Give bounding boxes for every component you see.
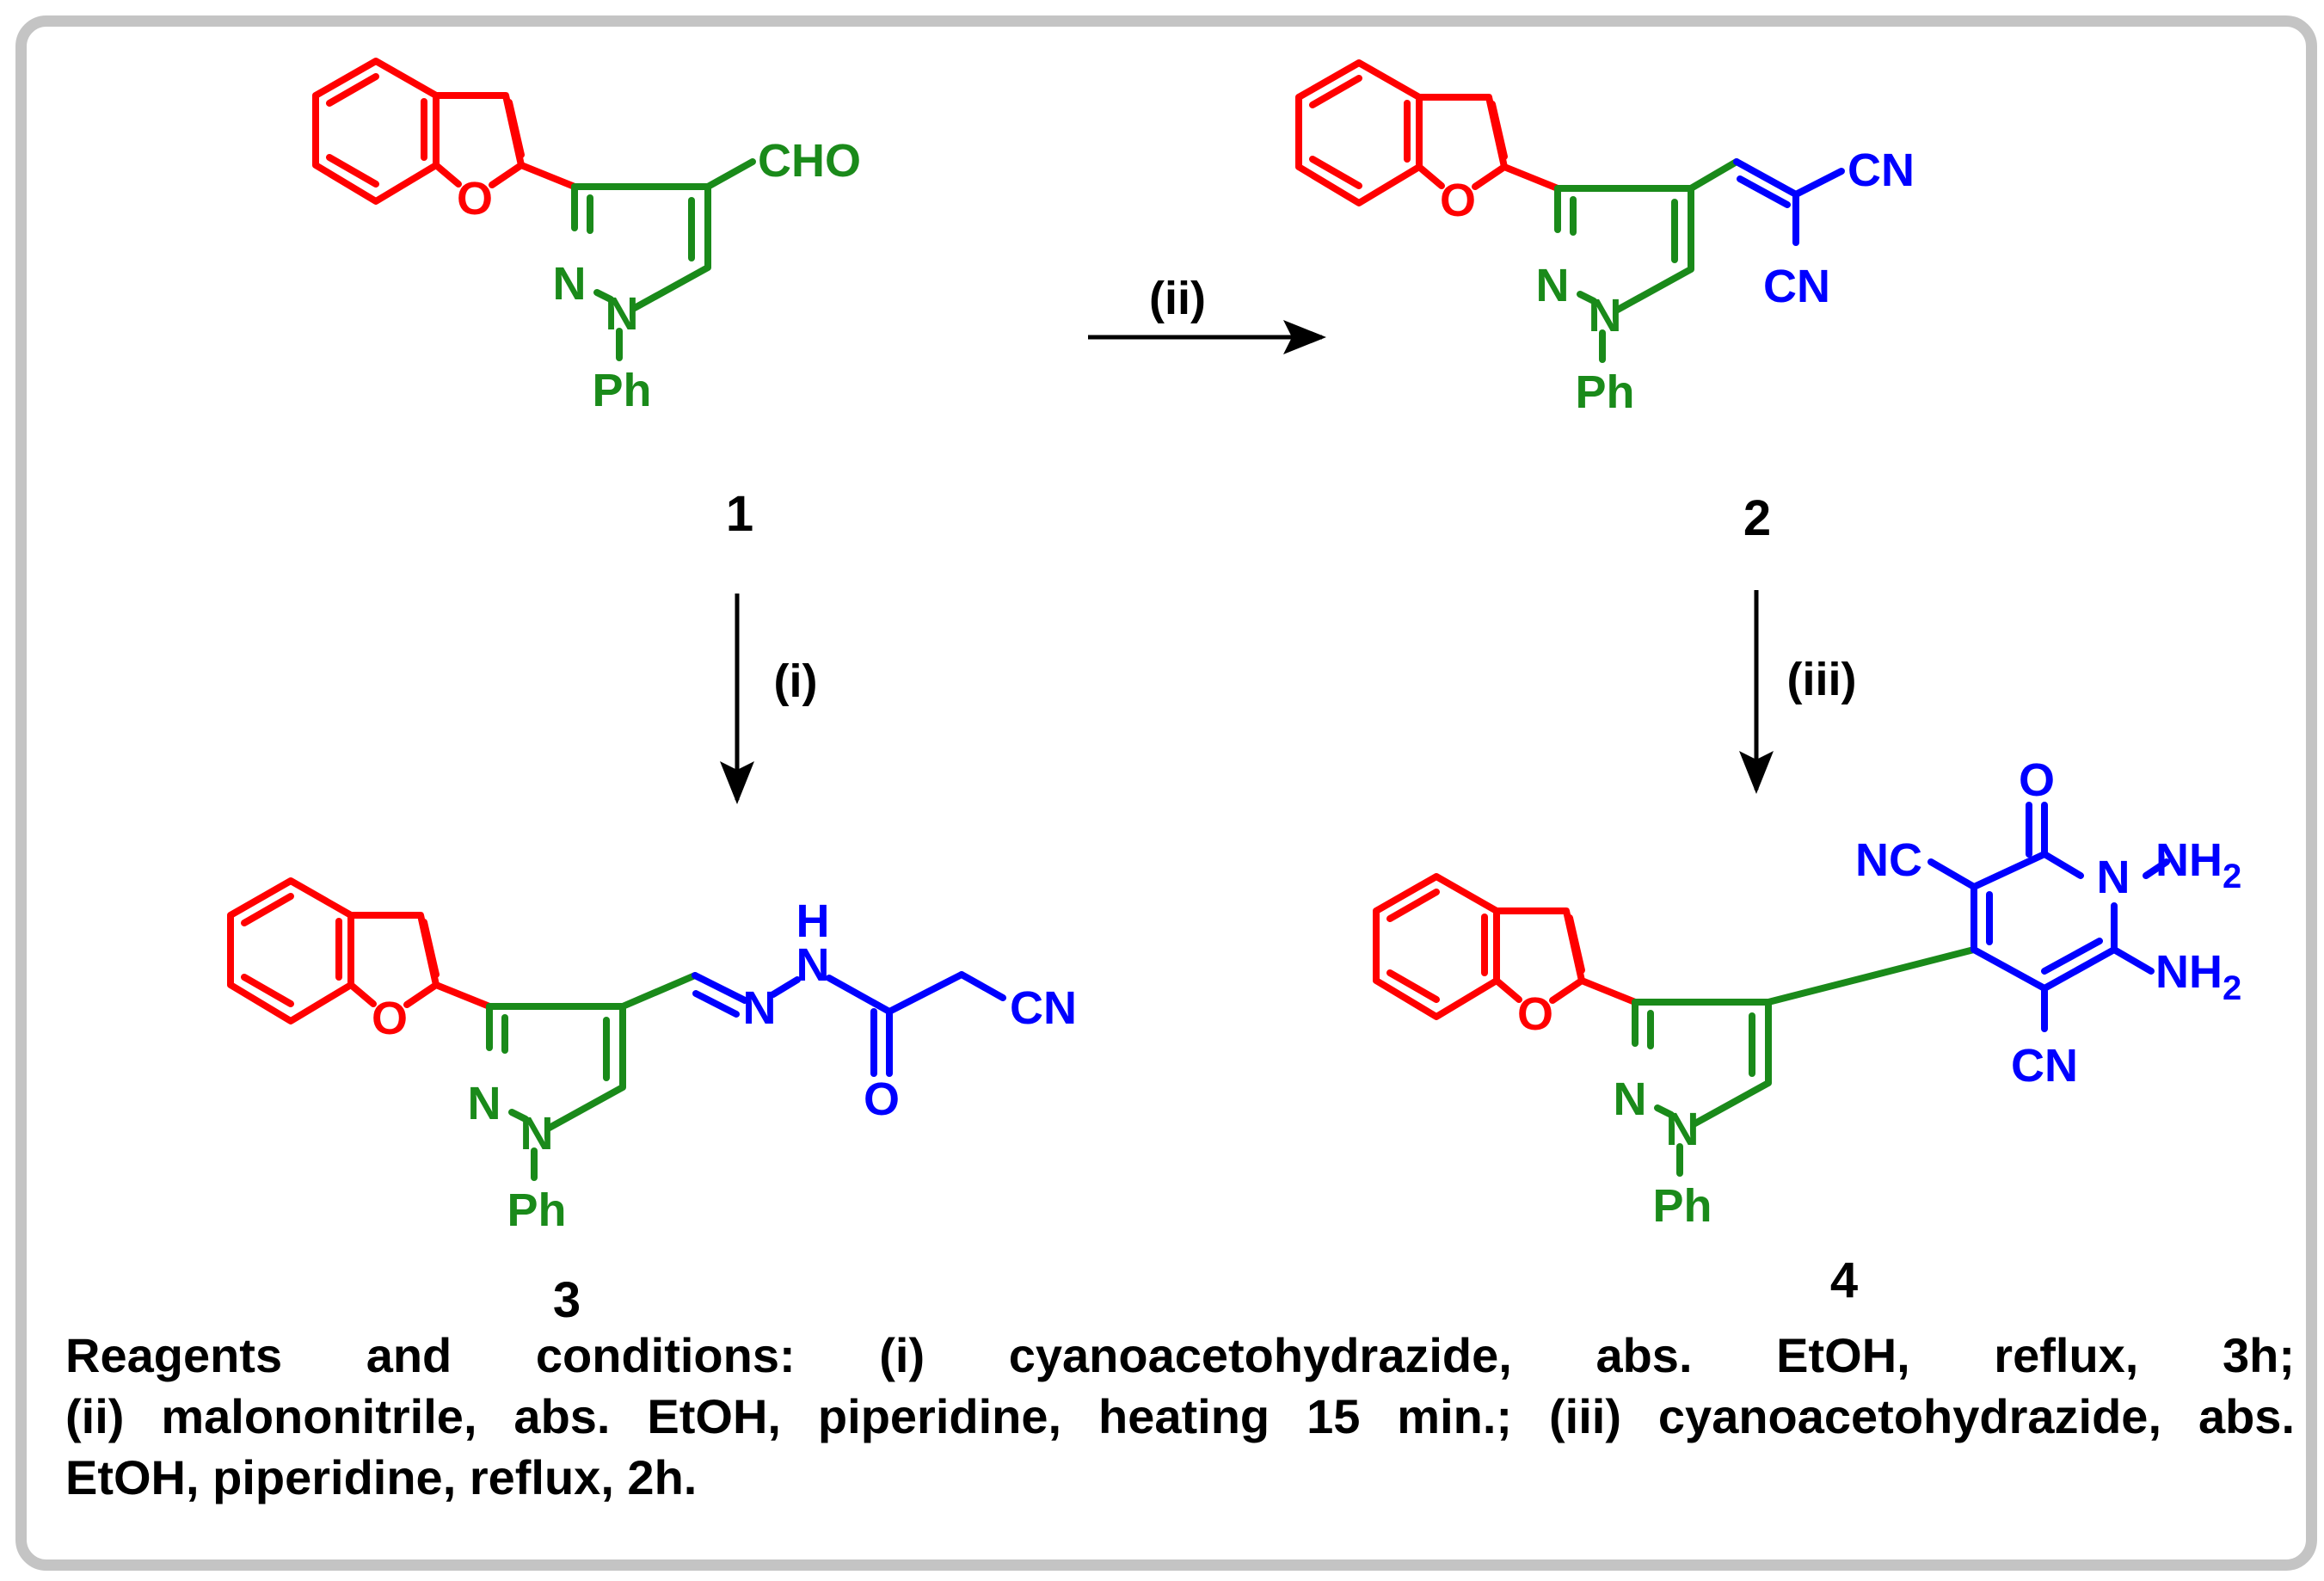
nitrile-label-b: CN <box>2011 1040 2078 1092</box>
arrow-iii-label: (iii) <box>1787 654 1857 705</box>
compound-2-number: 2 <box>1743 490 1771 546</box>
nitrile-label-b: CN <box>1763 261 1830 312</box>
compound-4: O NC N NH2 NH2 CN 4 <box>1376 754 2241 1308</box>
arrow-ii: (ii) <box>1088 273 1326 354</box>
pyridone-nitrogen-label: N <box>2097 852 2130 903</box>
arrow-i-label: (i) <box>774 655 818 707</box>
caption-line-3: EtOH, piperidine, reflux, 2h. <box>65 1450 698 1504</box>
reagents-caption: Reagents and conditions: (i) cyanoacetoh… <box>65 1325 2295 1508</box>
compound-1-number: 1 <box>726 486 753 542</box>
c-amino-label: NH2 <box>2155 946 2241 1007</box>
nitrile-label-a: CN <box>1848 145 1915 196</box>
compound-1: CHO 1 <box>316 61 861 542</box>
amide-hydrogen-label: H <box>796 895 830 947</box>
arrow-i: (i) <box>720 594 818 804</box>
carbonyl-oxygen-label: O <box>864 1073 900 1125</box>
pyridone-oxygen-label: O <box>2019 754 2055 806</box>
arrow-ii-label: (ii) <box>1149 273 1206 324</box>
nitrile-label: CN <box>1010 982 1077 1034</box>
compound-3-number: 3 <box>553 1272 581 1328</box>
c-amino-nh: NH <box>2155 946 2223 998</box>
n-amino-nh: NH <box>2155 834 2223 886</box>
scheme-frame <box>15 15 2317 1571</box>
arrow-iii: (iii) <box>1739 590 1857 794</box>
c-amino-subscript: 2 <box>2223 969 2241 1007</box>
compound-4-number: 4 <box>1830 1252 1858 1308</box>
amide-nitrogen-label: N <box>796 939 830 991</box>
caption-line-2: (ii) malononitrile, abs. EtOH, piperidin… <box>65 1389 2295 1443</box>
imine-nitrogen-label: N <box>743 982 777 1034</box>
compound-3: N N H O CN 3 <box>231 881 1077 1328</box>
nitrile-label-a: NC <box>1855 834 1922 886</box>
caption-line-1: Reagents and conditions: (i) cyanoacetoh… <box>65 1328 2295 1382</box>
compound-2: CN CN 2 <box>1299 63 1915 546</box>
n-amino-label: NH2 <box>2155 834 2241 895</box>
aldehyde-label: CHO <box>758 135 861 187</box>
n-amino-subscript: 2 <box>2223 858 2241 895</box>
